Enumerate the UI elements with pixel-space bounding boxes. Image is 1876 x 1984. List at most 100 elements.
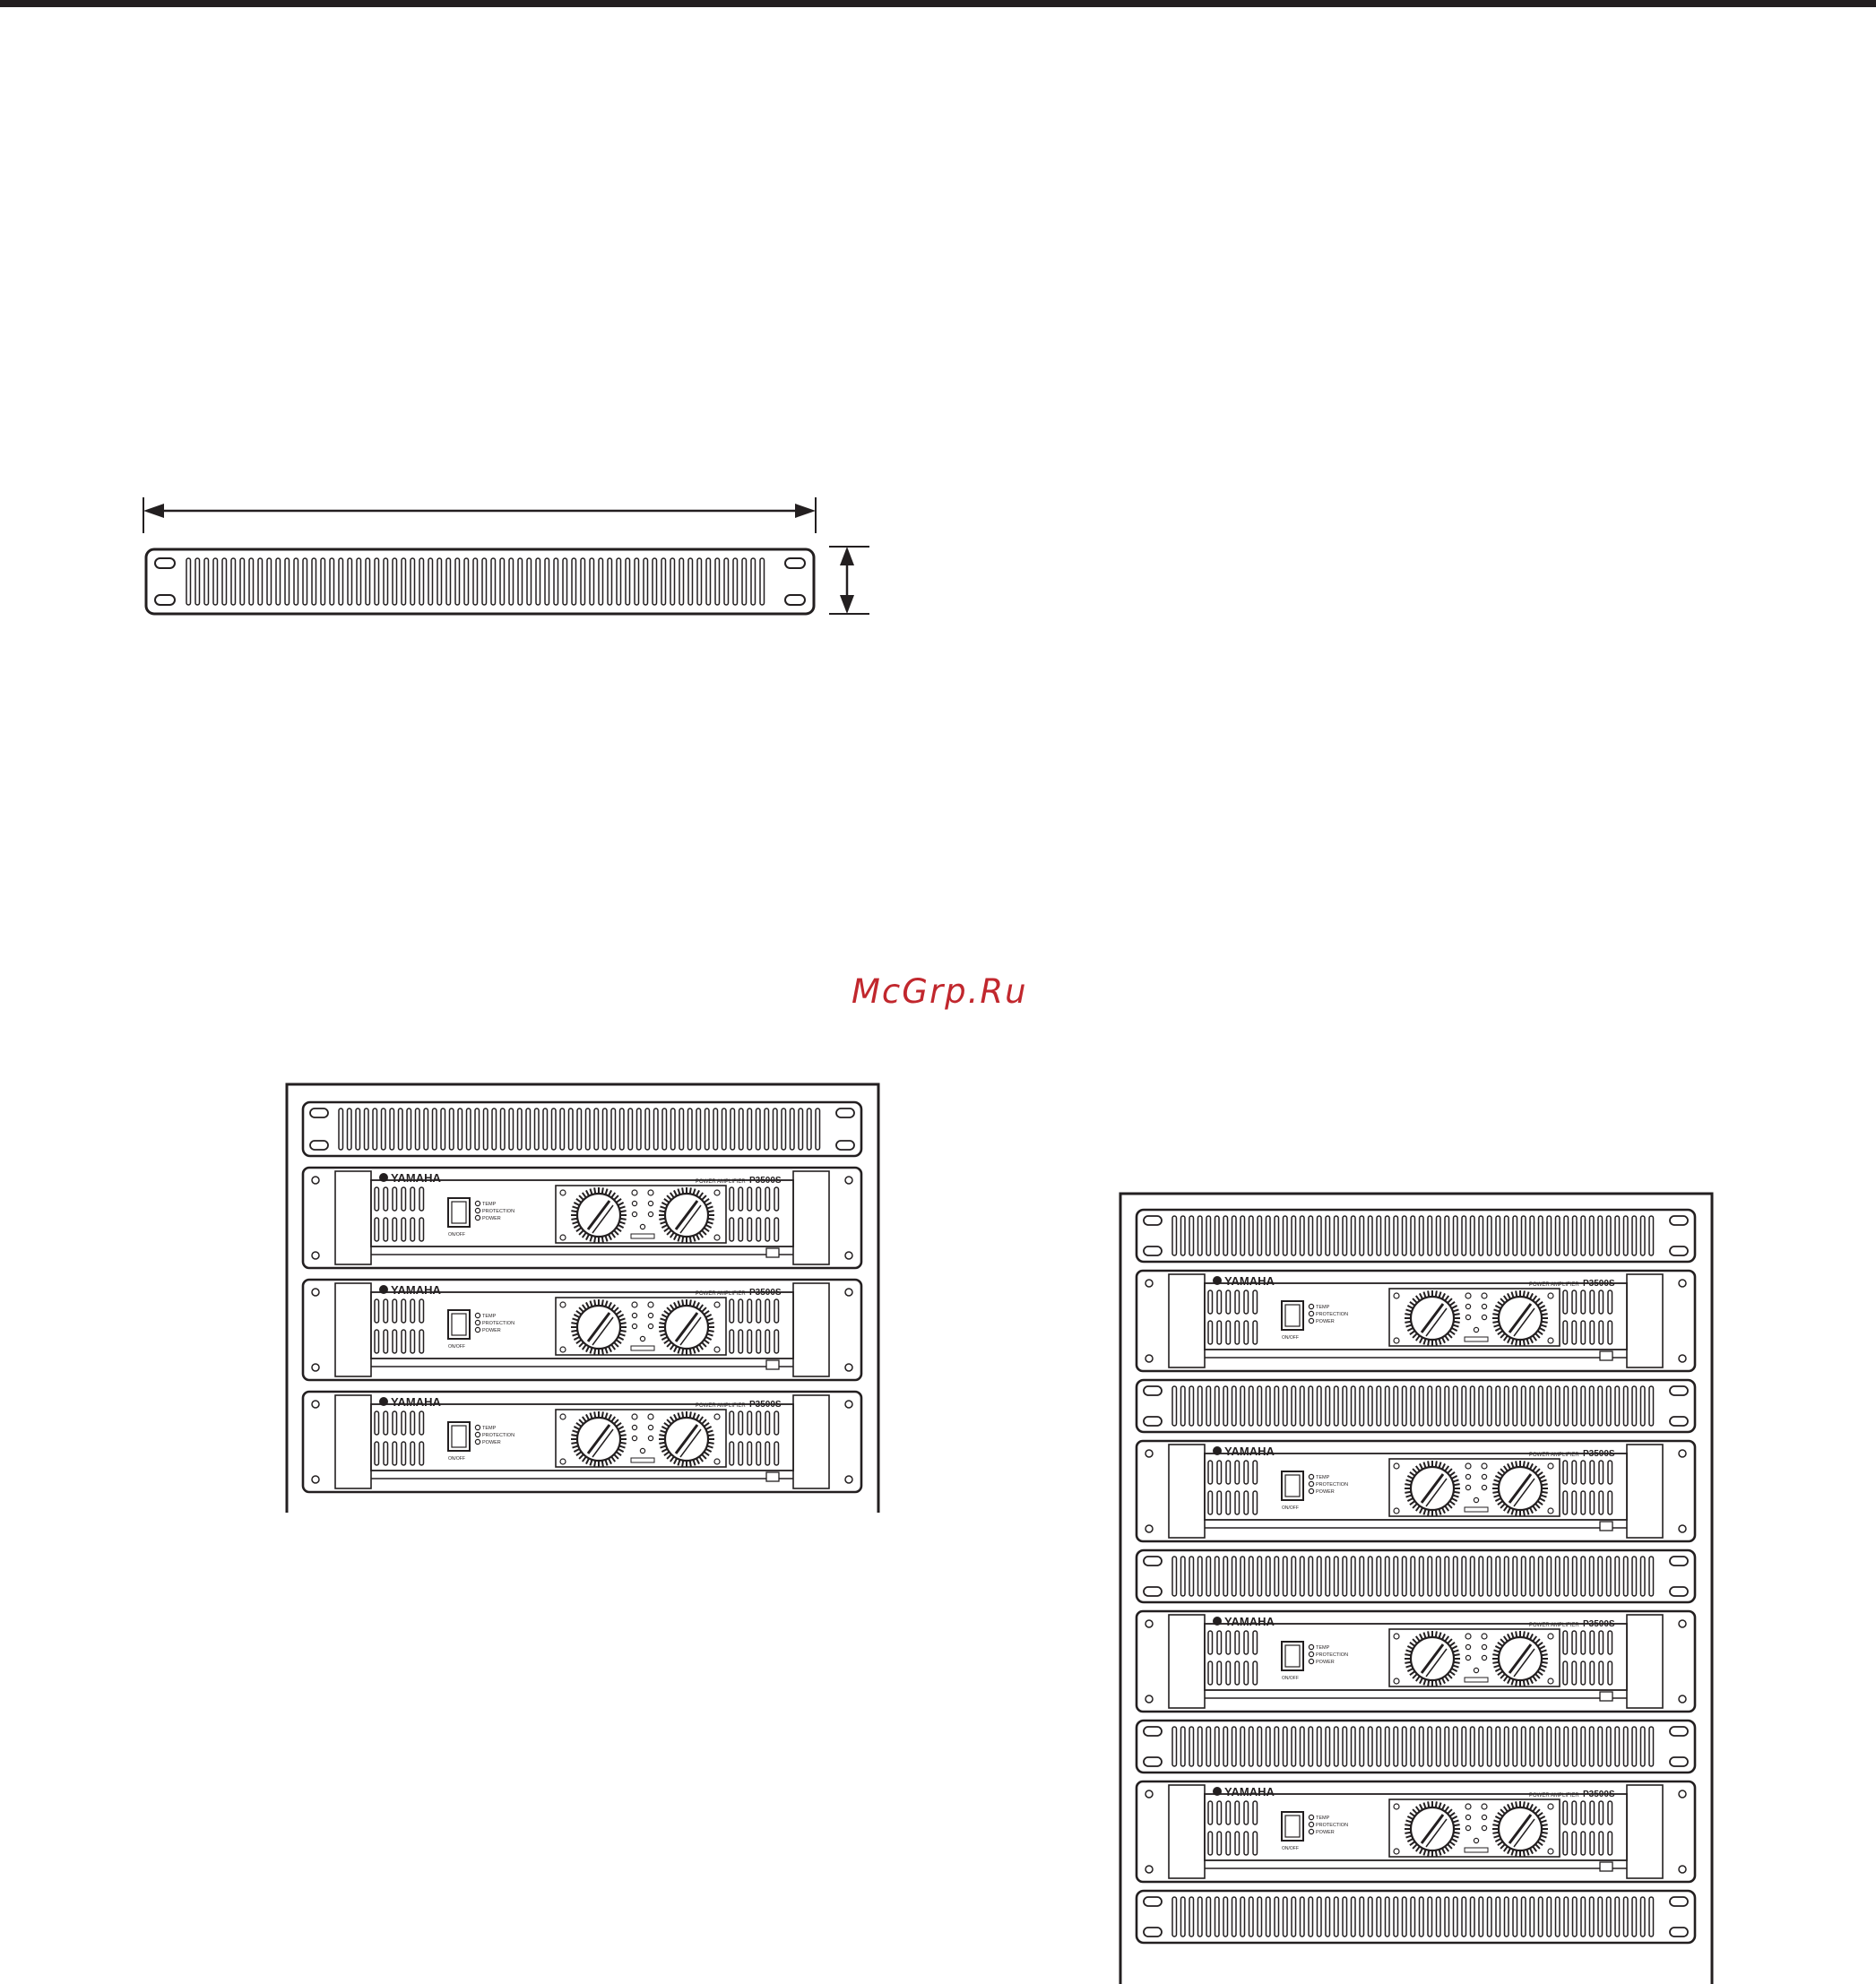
level-knob[interactable] [1405,1631,1460,1686]
indicator-label-power: POWER [1316,1830,1335,1835]
indicator-label-power: POWER [482,1440,501,1445]
indicator-label-protection: PROTECTION [1316,1823,1348,1828]
indicator-label-protection: PROTECTION [482,1433,514,1438]
level-knob[interactable] [1492,1461,1548,1516]
blank-rack-panel [1135,1378,1697,1434]
certification-mark [1599,1350,1613,1361]
blank-rack-panel [1135,1208,1697,1264]
certification-mark [1599,1861,1613,1872]
power-switch-label: ON/OFF [1282,1335,1299,1341]
blank-panel-figure [143,497,869,616]
yamaha-logo-icon [379,1397,388,1406]
indicator-led [474,1431,481,1438]
indicator-label-protection: PROTECTION [482,1209,514,1214]
indicator-led [1308,1473,1315,1480]
indicator-label-protection: PROTECTION [482,1321,514,1326]
certification-mark [1599,1521,1613,1531]
indicator-led [1308,1828,1315,1835]
model-label: P3500S [749,1288,782,1298]
brand-label: YAMAHA [1224,1615,1275,1628]
level-knob[interactable] [1405,1461,1460,1516]
indicator-led [1308,1303,1315,1310]
level-knob[interactable] [659,1187,714,1243]
indicator-label-temp: TEMP [1316,1645,1330,1651]
certification-mark [1599,1691,1613,1702]
level-knob[interactable] [659,1411,714,1467]
blank-vent-panel [144,548,816,616]
certification-mark [765,1471,780,1482]
level-knob[interactable] [1405,1801,1460,1857]
product-label: POWER AMPLIFIER [1529,1453,1579,1458]
blank-rack-panel [1135,1719,1697,1774]
watermark-text: McGrp.Ru [852,972,1028,1011]
model-label: P3500S [1583,1449,1615,1459]
product-label: POWER AMPLIFIER [1529,1623,1579,1628]
model-label: P3500S [749,1400,782,1410]
model-label: P3500S [1583,1790,1615,1799]
level-knob[interactable] [571,1299,627,1355]
indicator-led [1308,1814,1315,1821]
power-switch-label: ON/OFF [1282,1505,1299,1511]
power-switch-label: ON/OFF [1282,1676,1299,1681]
indicator-led [474,1207,481,1214]
indicator-led [1308,1643,1315,1651]
indicator-label-temp: TEMP [482,1314,497,1319]
product-label: POWER AMPLIFIER [1529,1282,1579,1288]
power-switch-label: ON/OFF [1282,1846,1299,1851]
indicator-led [1308,1488,1315,1495]
indicator-led [474,1424,481,1431]
indicator-led [474,1312,481,1319]
indicator-led [474,1214,481,1221]
indicator-led [1308,1658,1315,1665]
indicator-label-power: POWER [1316,1489,1335,1495]
indicator-label-temp: TEMP [1316,1816,1330,1821]
indicator-led [474,1200,481,1207]
blank-rack-panel [1135,1889,1697,1945]
rack-figure-b: YAMAHA POWER AMPLIFIER P3500S ON/OFF TEMP PRO… [1119,1192,1714,1984]
blank-rack-panel [1135,1548,1697,1604]
indicator-led [1308,1317,1315,1324]
power-switch-label: ON/OFF [448,1232,465,1238]
model-label: P3500S [749,1176,782,1186]
level-knob[interactable] [659,1299,714,1355]
indicator-label-power: POWER [1316,1660,1335,1665]
level-knob[interactable] [571,1187,627,1243]
brand-label: YAMAHA [391,1283,441,1297]
indicator-label-temp: TEMP [1316,1475,1330,1480]
indicator-label-power: POWER [482,1216,501,1221]
indicator-led [1308,1651,1315,1658]
product-label: POWER AMPLIFIER [696,1403,746,1409]
level-knob[interactable] [571,1411,627,1467]
model-label: P3500S [1583,1619,1615,1629]
yamaha-logo-icon [1213,1446,1222,1455]
level-knob[interactable] [1405,1290,1460,1346]
product-label: POWER AMPLIFIER [696,1291,746,1297]
indicator-led [474,1319,481,1326]
indicator-label-temp: TEMP [1316,1305,1330,1310]
product-label: POWER AMPLIFIER [696,1179,746,1185]
level-knob[interactable] [1492,1631,1548,1686]
indicator-led [1308,1480,1315,1488]
certification-mark [765,1247,780,1258]
indicator-led [474,1326,481,1333]
yamaha-logo-icon [379,1173,388,1182]
brand-label: YAMAHA [1224,1785,1275,1799]
blank-rack-panel [301,1100,863,1158]
power-amplifier-unit: YAMAHA POWER AMPLIFIER P3500S ON/OFF TEMP PRO… [1135,1780,1697,1884]
level-knob[interactable] [1492,1801,1548,1857]
yamaha-logo-icon [1213,1276,1222,1285]
indicator-label-protection: PROTECTION [1316,1312,1348,1317]
level-knob[interactable] [1492,1290,1548,1346]
brand-label: YAMAHA [391,1395,441,1409]
page-top-rule [0,0,1876,7]
yamaha-logo-icon [1213,1617,1222,1626]
indicator-led [1308,1310,1315,1317]
product-label: POWER AMPLIFIER [1529,1793,1579,1799]
indicator-led [474,1438,481,1445]
brand-label: YAMAHA [1224,1445,1275,1458]
